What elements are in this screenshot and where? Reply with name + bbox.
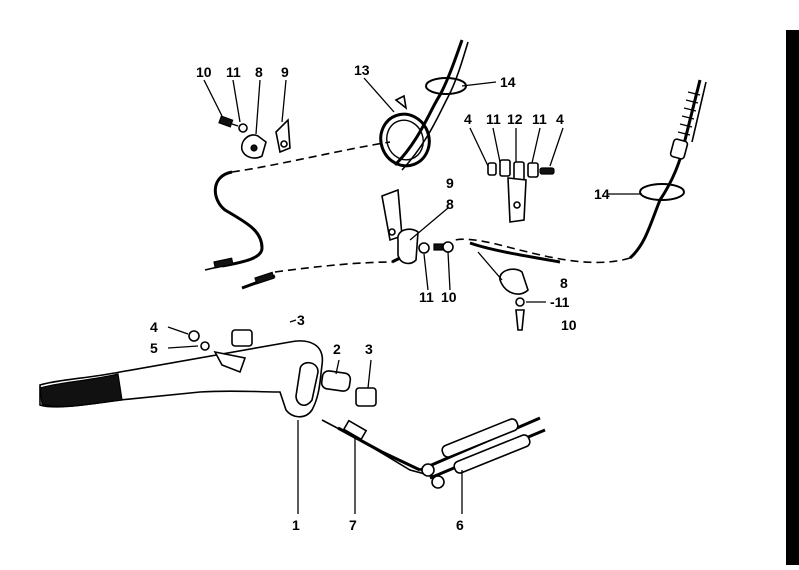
callout-label: 14 xyxy=(500,74,516,90)
page-edge-bar xyxy=(786,30,799,565)
lever-pins xyxy=(320,370,377,407)
callout-label: 8 xyxy=(446,196,454,212)
left-rear-cable xyxy=(204,141,391,271)
callout-label: 10 xyxy=(196,64,212,80)
callout-label: 3 xyxy=(297,312,305,328)
callout-label: 11 xyxy=(419,289,434,305)
callout-label: 11 xyxy=(486,111,501,127)
callout-label: 1 xyxy=(292,517,300,533)
callout-label: 10 xyxy=(561,317,577,333)
callout-label: 9 xyxy=(281,64,289,80)
callout-labels: 10 11 8 9 13 14 4 11 12 11 4 14 9 8 11 1… xyxy=(150,62,610,533)
callout-label: 8 xyxy=(560,275,568,291)
front-cable xyxy=(241,256,401,290)
lower-right-clip xyxy=(499,268,529,331)
callout-label: 14 xyxy=(594,186,610,202)
callout-label: 13 xyxy=(354,62,370,78)
mid-bracket xyxy=(381,188,454,265)
callout-label: 12 xyxy=(507,111,523,127)
center-clip-assembly xyxy=(487,159,555,223)
leader-lines xyxy=(167,77,642,514)
callout-label: 4 xyxy=(150,319,158,335)
callout-label: 4 xyxy=(464,111,472,127)
callout-label: 6 xyxy=(456,517,464,533)
callout-label: 10 xyxy=(441,289,457,305)
callout-label: 11 xyxy=(226,64,241,80)
lower-cables xyxy=(321,416,546,489)
callout-label: 4 xyxy=(556,111,564,127)
hand-brake-lever xyxy=(39,329,324,418)
callout-label: 3 xyxy=(365,341,373,357)
cable-guide-ring xyxy=(379,39,469,171)
callout-label: -11 xyxy=(550,294,570,310)
callout-label: 5 xyxy=(150,340,158,356)
callout-label: 7 xyxy=(349,517,357,533)
callout-label: 2 xyxy=(333,341,341,357)
callout-label: 9 xyxy=(446,175,454,191)
callout-label: 8 xyxy=(255,64,263,80)
callout-label: 11 xyxy=(532,111,547,127)
top-left-fasteners xyxy=(218,115,291,159)
right-rear-cable xyxy=(454,79,707,264)
